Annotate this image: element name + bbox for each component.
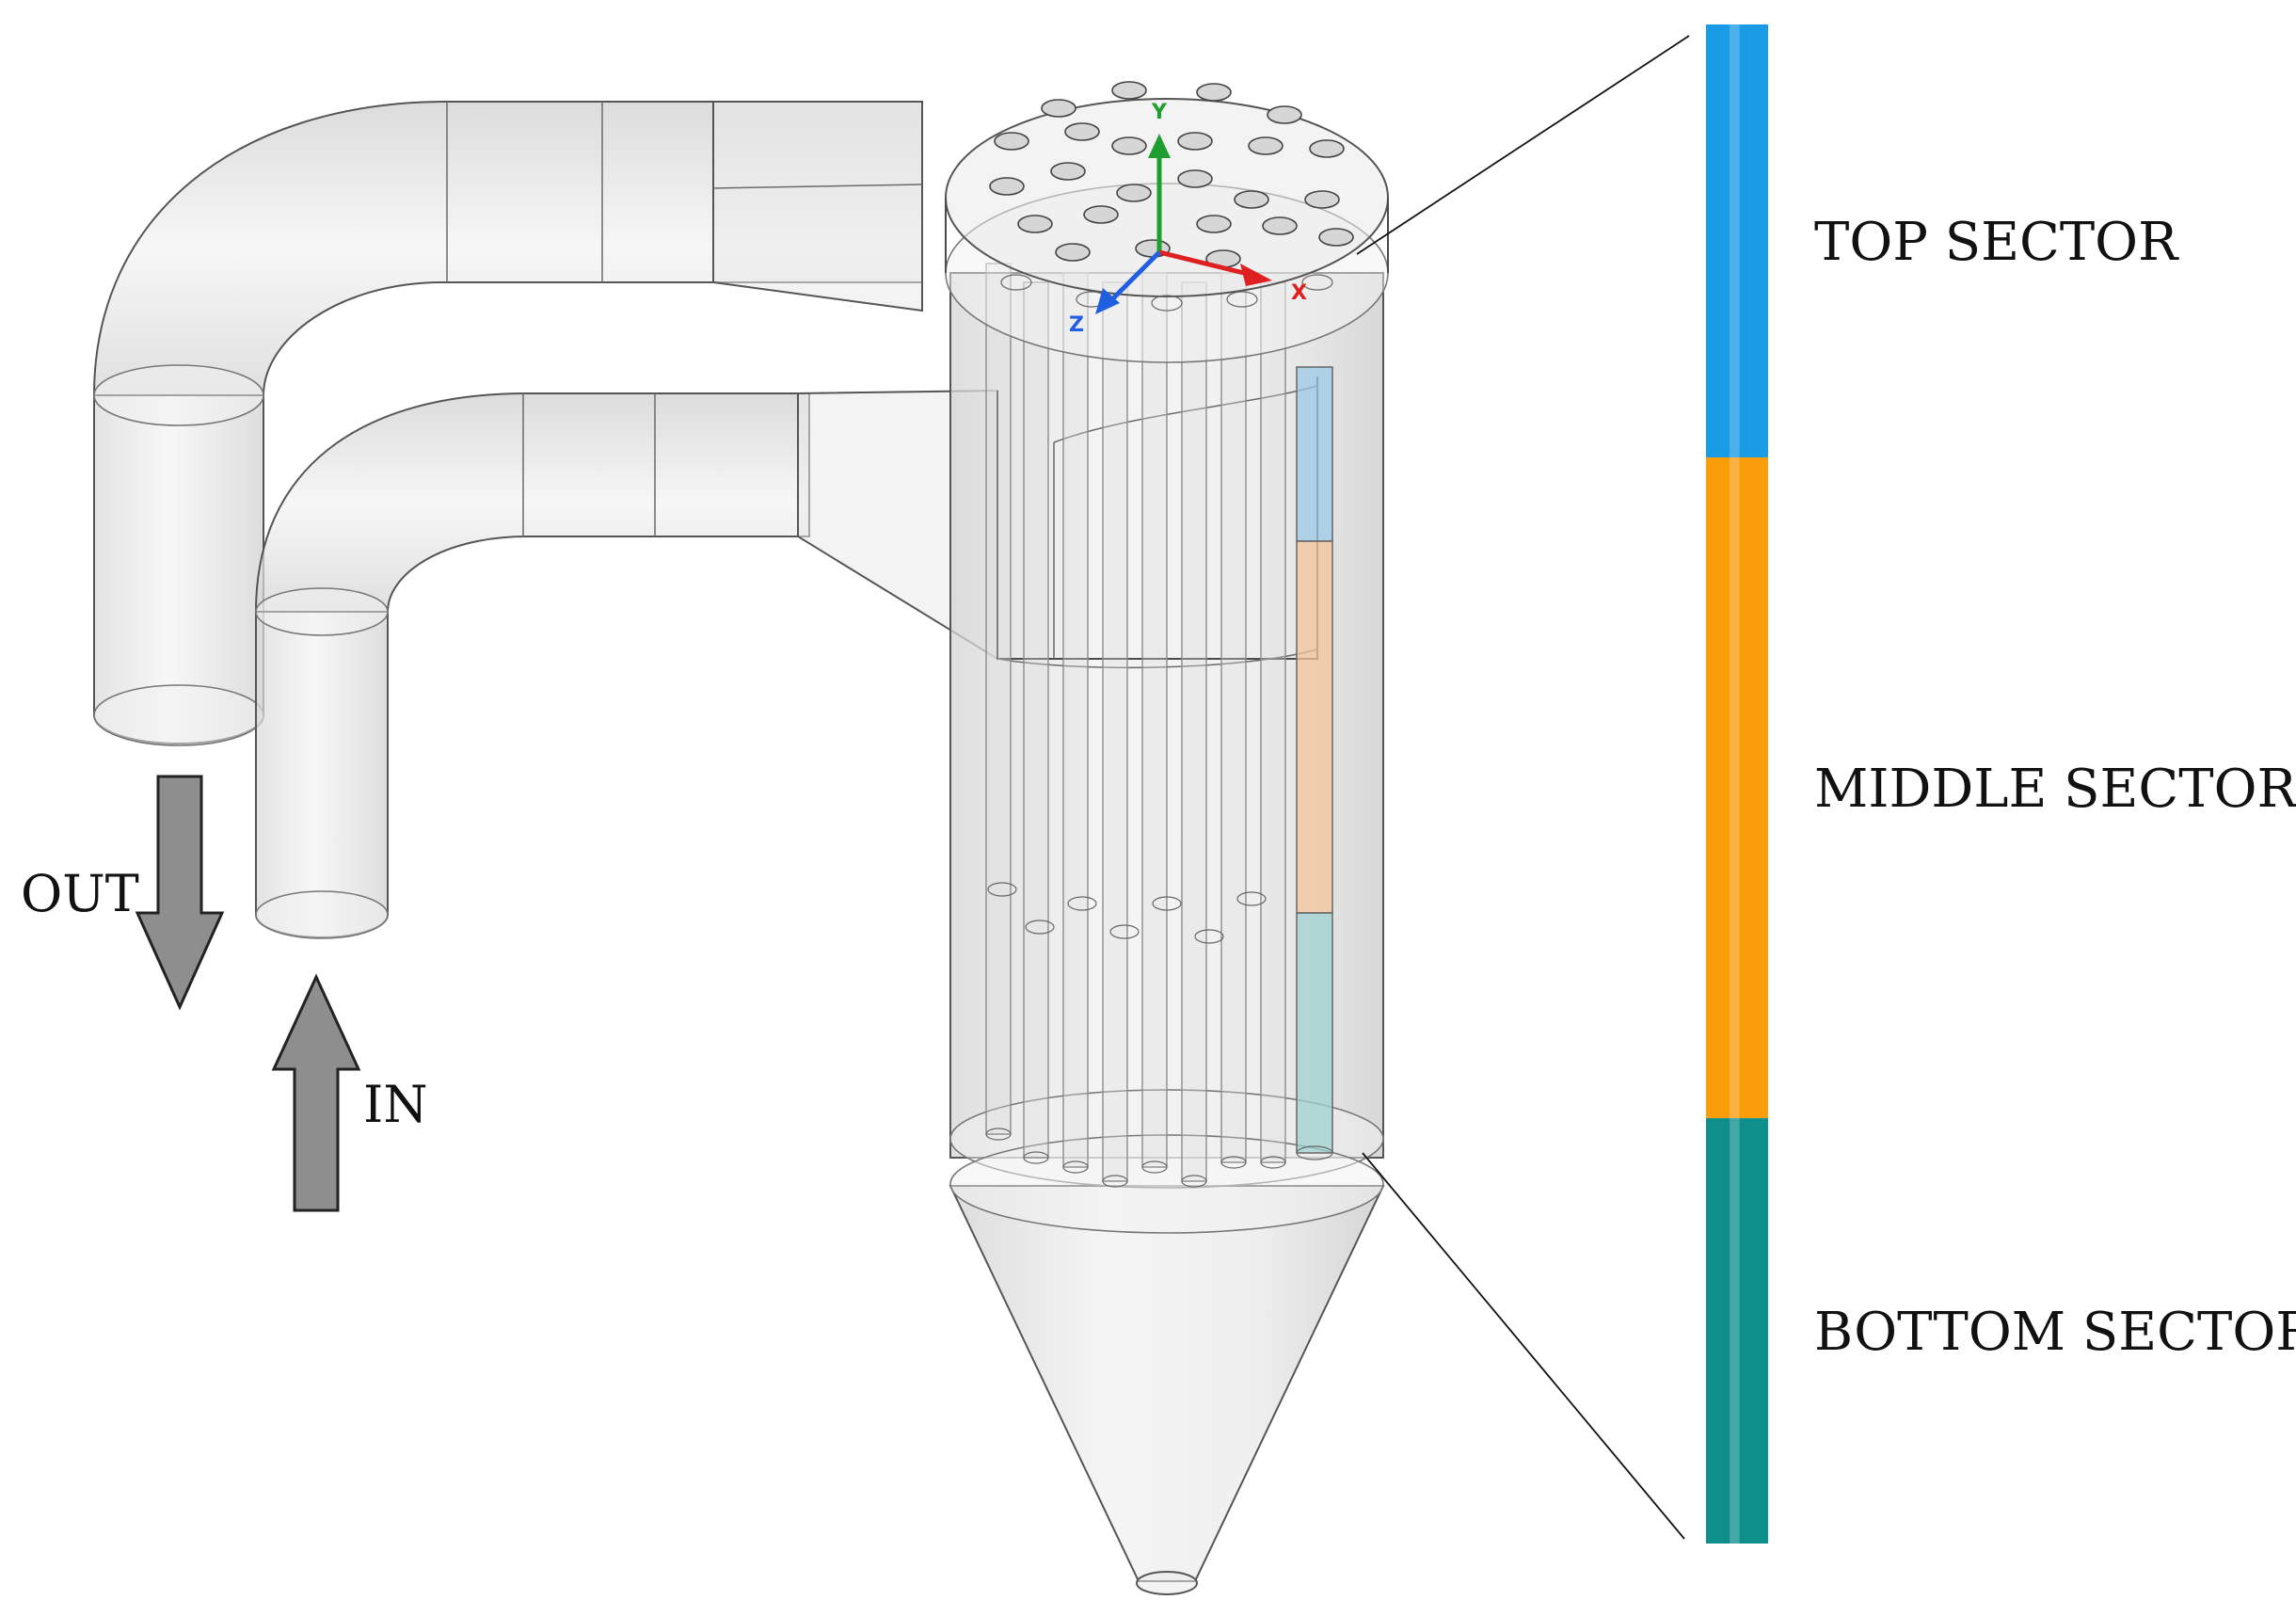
axis-z-label: Z: [1069, 313, 1084, 337]
outlet-pipe: [92, 101, 923, 746]
sector-labels: TOP SECTOR MIDDLE SECTOR BOTTOM SECTOR: [1814, 212, 2296, 1363]
sector-segment-highlight: [1730, 456, 1740, 1119]
tube-sheet-holes: [989, 81, 1354, 312]
out-arrow: [135, 775, 225, 1011]
sector-segment-2: [1706, 456, 1768, 1119]
inlet-pipe: [254, 389, 998, 939]
leader-top: [1356, 35, 1690, 255]
sector-label-3: BOTTOM SECTOR: [1814, 1302, 2296, 1363]
sector-segment-3: [1706, 1118, 1768, 1544]
in-arrow: [271, 973, 361, 1212]
axis-y-label: Y: [1151, 101, 1168, 124]
sector-label-2: MIDDLE SECTOR: [1814, 759, 2296, 820]
leader-bottom: [1362, 1152, 1685, 1540]
sector-segment-highlight: [1730, 1118, 1740, 1544]
sector-segment-1: [1706, 24, 1768, 457]
sector-segment-highlight: [1730, 24, 1740, 457]
in-label: IN: [363, 1075, 428, 1134]
out-label: OUT: [21, 864, 139, 923]
sector-label-1: TOP SECTOR: [1814, 212, 2179, 273]
highlighted-tube: [1296, 366, 1333, 1160]
filter-tubes: [985, 263, 1286, 1188]
axis-x-label: X: [1291, 281, 1307, 305]
cyclone-body: Y X Z: [945, 81, 1389, 1595]
sector-bar: [1706, 24, 1768, 1544]
coordinate-axes: Y X Z: [1069, 101, 1307, 337]
